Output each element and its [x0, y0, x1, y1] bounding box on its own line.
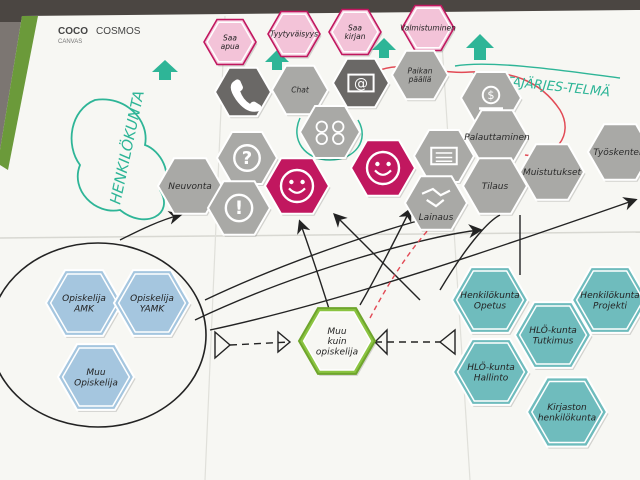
- hex-neuvonta: Neuvonta: [156, 157, 224, 216]
- handshake-icon: [421, 187, 451, 208]
- hex-label: Palauttaminen: [464, 133, 530, 143]
- green-board-edge: [0, 16, 38, 170]
- green-arrow-icon: [372, 38, 396, 58]
- hex-valmistuminen: Valmistuminen: [400, 4, 456, 53]
- exclaim-icon: !: [224, 193, 254, 223]
- brand-suffix: COSMOS: [96, 26, 141, 37]
- hex-tyytyvaisyys: Tyytyväisyys: [267, 10, 322, 59]
- hex-lainaus: Lainaus: [403, 175, 469, 232]
- hex-smile-center: [263, 157, 331, 216]
- question-icon: ?: [233, 144, 261, 172]
- hex-palauttaminen: Palauttaminen: [464, 109, 530, 166]
- svg-text:?: ?: [242, 148, 252, 169]
- hex-label: Muistutukset: [523, 168, 582, 178]
- ink-arrows: [119, 197, 638, 360]
- phone-icon: [230, 79, 262, 112]
- hex-smile-right: [349, 139, 417, 198]
- hex-exclaim: !: [206, 180, 272, 237]
- svg-text:$: $: [487, 89, 494, 102]
- svg-text:!: !: [235, 198, 243, 219]
- red-dashed-line: [369, 227, 431, 319]
- hex-question: ?: [215, 131, 279, 186]
- svg-text:@: @: [354, 76, 368, 92]
- money-icon: $: [479, 85, 503, 110]
- smile-icon: [279, 168, 315, 204]
- hex-label: Tyytyväisyys: [270, 30, 318, 39]
- hex-label: Lainaus: [419, 213, 454, 223]
- green-arrow-icon: [152, 60, 178, 80]
- green-backend-line: [454, 63, 621, 79]
- hex-tilaus: Tilaus: [461, 157, 529, 216]
- hex-email: @: [331, 57, 391, 110]
- hex-tyoskentely: Työskentely: [586, 123, 640, 182]
- hex-label: Valmistuminen: [400, 24, 456, 33]
- students-circle: [0, 242, 207, 428]
- email-icon: @: [347, 73, 375, 93]
- green-arrow-icon: [466, 34, 494, 60]
- hex-document: [412, 129, 476, 184]
- henkilokunta-cloud: [70, 98, 168, 221]
- smile-icon: [365, 150, 401, 186]
- brand-sub: CANVAS: [58, 39, 82, 45]
- hex-phone: [213, 66, 273, 119]
- document-icon: [430, 146, 458, 166]
- green-arrow-icon: [265, 50, 289, 70]
- hex-label: Työskentely: [593, 148, 640, 158]
- hex-label: Chat: [291, 86, 310, 95]
- hex-label: Neuvonta: [168, 182, 212, 192]
- group-icon: [315, 120, 345, 145]
- hex-label: Tilaus: [482, 182, 509, 192]
- brand-logo: COCO: [58, 26, 88, 37]
- hex-group: [298, 105, 362, 160]
